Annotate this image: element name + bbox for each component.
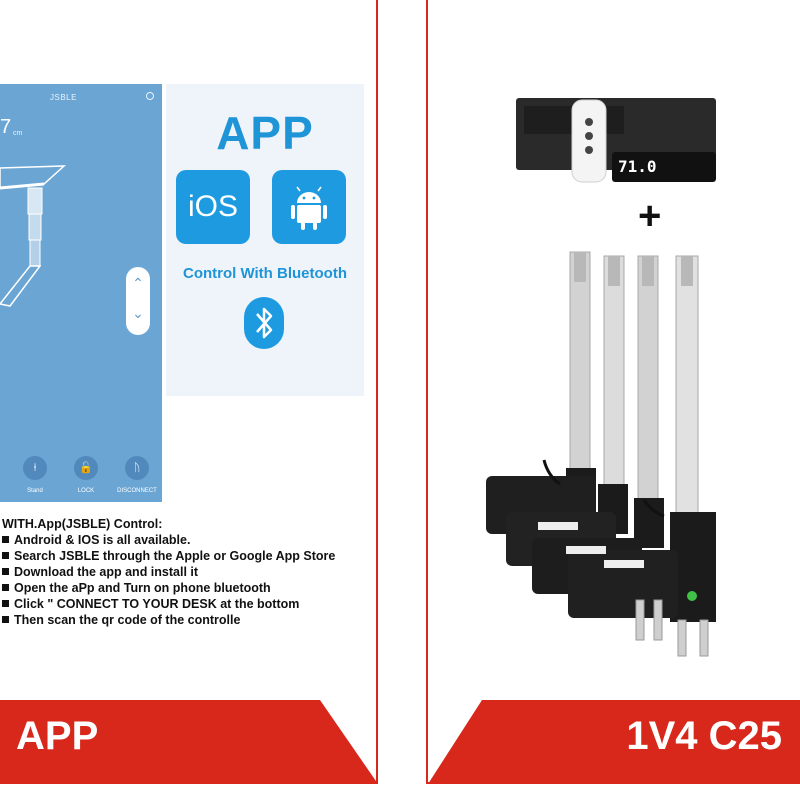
phone-app-title: JSBLE [50,93,77,102]
product-banner-label: 1V4 C25 [626,714,782,758]
app-panel: JSBLE 7 cm ⌃ ⌄ ⍿ Stand 🔓 LOCK ᚢ DISCONNE… [0,0,378,784]
chevron-down-icon[interactable]: ⌄ [132,305,144,321]
app-banner: APP [0,700,376,782]
chevron-up-icon[interactable]: ⌃ [132,275,144,291]
list-item: Download the app and install it [2,564,376,580]
desk-height-unit: cm [13,130,23,137]
android-robot-icon [291,186,327,230]
nav-label-stand: Stand [27,488,43,494]
plus-icon: + [638,194,662,238]
list-item: Open the aPp and Turn on phone bluetooth [2,580,376,596]
list-item: Android & IOS is all available. [2,532,376,548]
product-panel: 71.0 + 1V4 C25 [426,0,800,784]
square-bullet-icon [2,568,9,575]
height-adjust-control[interactable]: ⌃ ⌄ [126,267,150,335]
app-instructions: WITH.App(JSBLE) Control: Android & IOS i… [2,516,376,628]
nav-label-lock: LOCK [77,488,95,494]
desk-stand-icon[interactable]: ⍿ [23,456,47,480]
app-promo-card: APP iOS Control With Bluetooth [166,84,364,396]
product-kit-image [486,98,716,657]
app-heading: APP [216,107,314,159]
list-item: Search JSBLE through the Apple or Google… [2,548,376,564]
bluetooth-caption: Control With Bluetooth [183,265,347,282]
nav-label-disconnect: DISCONNECT [117,488,157,494]
ios-label: iOS [187,190,238,223]
product-banner: 1V4 C25 [428,700,800,782]
list-item: Then scan the qr code of the controlle [2,612,376,628]
lock-icon[interactable]: 🔓 [74,456,98,480]
square-bullet-icon [2,600,9,607]
square-bullet-icon [2,616,9,623]
standing-desk-illustration [0,165,67,307]
phone-app-screenshot: JSBLE 7 cm ⌃ ⌄ ⍿ Stand 🔓 LOCK ᚢ DISCONNE… [0,84,162,502]
list-item: Click " CONNECT TO YOUR DESK at the bott… [2,596,376,612]
square-bullet-icon [2,584,9,591]
ios-store-tile: iOS [176,170,250,244]
android-store-tile [272,170,346,244]
bluetooth-icon[interactable]: ᚢ [125,456,149,480]
app-banner-label: APP [16,714,99,758]
square-bullet-icon [2,536,9,543]
bluetooth-icon [244,297,284,349]
desk-height-value: 7 [0,116,12,138]
settings-gear-icon[interactable] [146,92,154,100]
keypad-display: 71.0 [618,157,657,176]
instructions-heading: WITH.App(JSBLE) Control: [2,517,163,531]
square-bullet-icon [2,552,9,559]
